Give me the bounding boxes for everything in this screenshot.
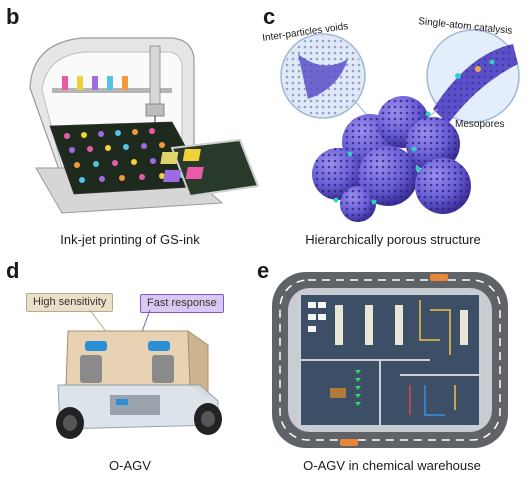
label-mesopores: Mesopores (455, 119, 505, 130)
panel-letter-d: d (6, 258, 20, 283)
panel-letter-c: c (263, 4, 276, 29)
caption-b: Ink-jet printing of GS-ink (60, 232, 200, 247)
caption-c: Hierarchically porous structure (305, 232, 481, 247)
panel-letter-b: b (6, 4, 20, 29)
badge-fast-response: Fast response (140, 294, 224, 313)
inkjet-printer-illustration (29, 37, 260, 214)
o-agv-robot-illustration (56, 309, 222, 439)
panel-letter-e: e (257, 258, 270, 283)
caption-d: O-AGV (109, 458, 151, 473)
caption-e: O-AGV in chemical warehouse (303, 458, 481, 473)
badge-high-sensitivity: High sensitivity (26, 293, 114, 312)
porous-sphere-cluster-illustration (280, 29, 520, 222)
chemical-warehouse-map-illustration (272, 272, 508, 448)
